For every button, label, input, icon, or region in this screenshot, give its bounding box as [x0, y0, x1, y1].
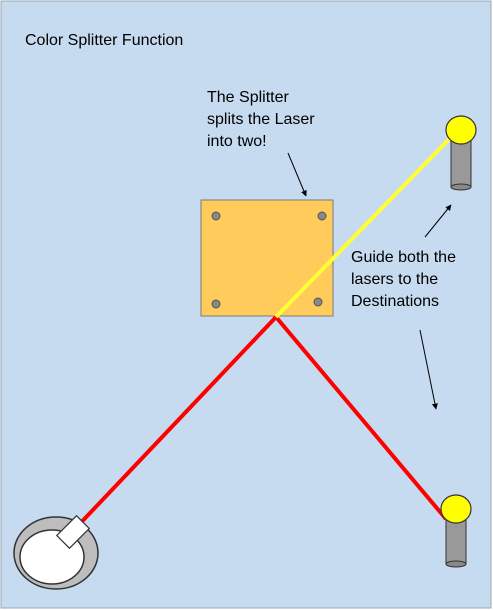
screw-icon: [211, 299, 221, 309]
arrow-icon: [419, 329, 438, 410]
target-cap: [445, 115, 477, 145]
arrow-icon: [424, 204, 452, 238]
screw-icon: [317, 211, 327, 221]
arrow-icon: [287, 152, 307, 197]
annotation-line: into two!: [207, 133, 267, 150]
board-title: Color Splitter Function: [25, 32, 183, 49]
emitter-nozzle: [55, 514, 91, 550]
annotation-line: The Splitter: [207, 89, 289, 106]
screw-icon: [211, 211, 221, 221]
annotation-line: Destinations: [351, 293, 439, 310]
laser-beam-transmitted: [274, 131, 457, 319]
annotation-line: splits the Laser: [207, 111, 315, 128]
screw-icon: [313, 297, 323, 307]
guide-annotation: Guide both the lasers to the Destination…: [351, 204, 456, 410]
annotation-line: lasers to the: [351, 271, 438, 288]
laser-beam-reflected: [274, 315, 448, 521]
target-cap: [440, 494, 472, 524]
laser-beam-incoming: [70, 315, 278, 534]
beam-splitter[interactable]: [200, 199, 334, 317]
laser-emitter[interactable]: [13, 514, 99, 590]
annotation-line: Guide both the: [351, 249, 456, 266]
destination-lower[interactable]: [440, 494, 472, 568]
destination-upper[interactable]: [445, 115, 477, 191]
splitter-annotation: The Splitter splits the Laser into two!: [207, 89, 315, 197]
